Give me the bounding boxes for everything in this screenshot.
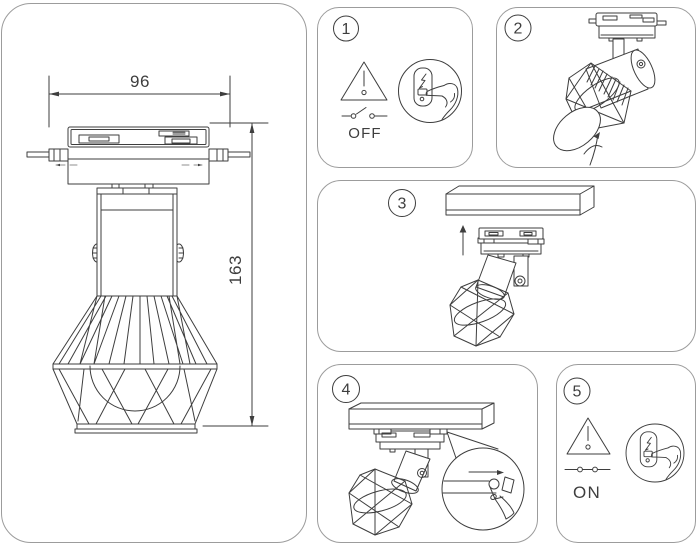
warning-triangle-icon (566, 417, 611, 455)
switch-contacts-open-icon (341, 107, 388, 119)
step-2-panel: 2 (496, 7, 696, 168)
step-5-number-badge (563, 377, 591, 405)
wall-switch-plate (413, 67, 433, 107)
step-3-panel: 3 (317, 180, 696, 352)
step-3-number-badge (388, 189, 416, 217)
bulb-outline (89, 365, 181, 412)
hand-pressing-switch-icon (625, 423, 685, 483)
adapter-slot (164, 136, 198, 145)
dimension-drawing-panel: 96 163 (1, 3, 307, 543)
step-3-illustration: 3 (388, 185, 595, 347)
pivot-screw (514, 275, 526, 287)
mounted-spotlight-illustration (348, 428, 448, 536)
magnifier-callout-circle (441, 447, 525, 531)
track-spotlight-illustration (449, 227, 545, 347)
adapter-slot (158, 130, 190, 137)
wire-cage (348, 468, 413, 536)
track-rail-illustration (348, 402, 495, 430)
width-dimension-label: 96 (130, 72, 150, 91)
step-2-number-badge (504, 14, 532, 42)
step-4-illustration: 4 (332, 375, 525, 536)
track-rail-illustration (445, 185, 595, 216)
power-off-label: OFF (348, 125, 382, 142)
adapter-slot (78, 134, 120, 144)
screw-rotation-arrow-icon (583, 132, 603, 166)
track-adapter-front-view (26, 126, 251, 190)
height-dimension-label: 163 (226, 255, 245, 285)
step-5-number: 5 (573, 384, 582, 401)
switch-contacts-closed-icon (564, 466, 611, 473)
lightning-bolt-icon (419, 73, 427, 89)
step-5-illustration: 5 ON (563, 377, 685, 502)
wire-cage-shade-front-view (52, 295, 218, 434)
dim-arrow-right (220, 91, 230, 97)
wall-switch-plate (639, 431, 658, 468)
pivot-housing-front-view (92, 187, 184, 297)
step-4-number-badge (332, 375, 360, 403)
wire-cage (449, 279, 515, 347)
tiny-reference-marks (55, 163, 203, 167)
step-2-number: 2 (514, 21, 523, 38)
step-2-illustration: 2 (504, 12, 667, 166)
lock-lever (488, 478, 500, 490)
step-4-panel: 4 (317, 364, 538, 543)
switch-toggle (643, 450, 653, 458)
lightning-bolt-icon (644, 436, 652, 451)
pivot-bracket (513, 255, 529, 287)
step-1-panel: 1 OFF (317, 7, 473, 168)
lamp-body-cylinder (393, 450, 431, 492)
pivot-screw (417, 468, 427, 478)
step-1-number: 1 (342, 21, 351, 38)
pivot-screw (636, 59, 646, 69)
warning-triangle-icon (340, 61, 388, 101)
hand-finger-icon (425, 82, 459, 120)
step-5-panel: 5 ON (556, 364, 696, 543)
power-on-label: ON (573, 483, 601, 502)
step-1-illustration: 1 OFF (333, 15, 462, 142)
lock-lever-callout (441, 431, 525, 531)
width-dimension: 96 (48, 72, 231, 128)
dim-arrow-top (249, 123, 255, 133)
light-bulb (553, 106, 601, 152)
adapter-clip-right (227, 151, 251, 158)
hand-pressing-switch-icon (398, 59, 462, 123)
step-1-number-badge (333, 15, 359, 42)
switch-toggle (417, 88, 428, 96)
adapter-clip-left (26, 151, 50, 158)
lamp-body-cylinder (475, 254, 517, 298)
spotlight-with-bulb-illustration (553, 12, 667, 152)
height-dimension: 163 (202, 122, 269, 427)
hand-finger-icon (651, 445, 682, 480)
hand-finger-icon (490, 494, 515, 520)
step-3-number: 3 (398, 196, 407, 213)
insert-direction-arrow (459, 225, 467, 256)
dim-arrow-left (49, 91, 59, 97)
dimension-drawing: 96 163 (26, 72, 269, 434)
dim-arrow-bottom (249, 416, 255, 426)
step-4-number: 4 (342, 382, 351, 399)
